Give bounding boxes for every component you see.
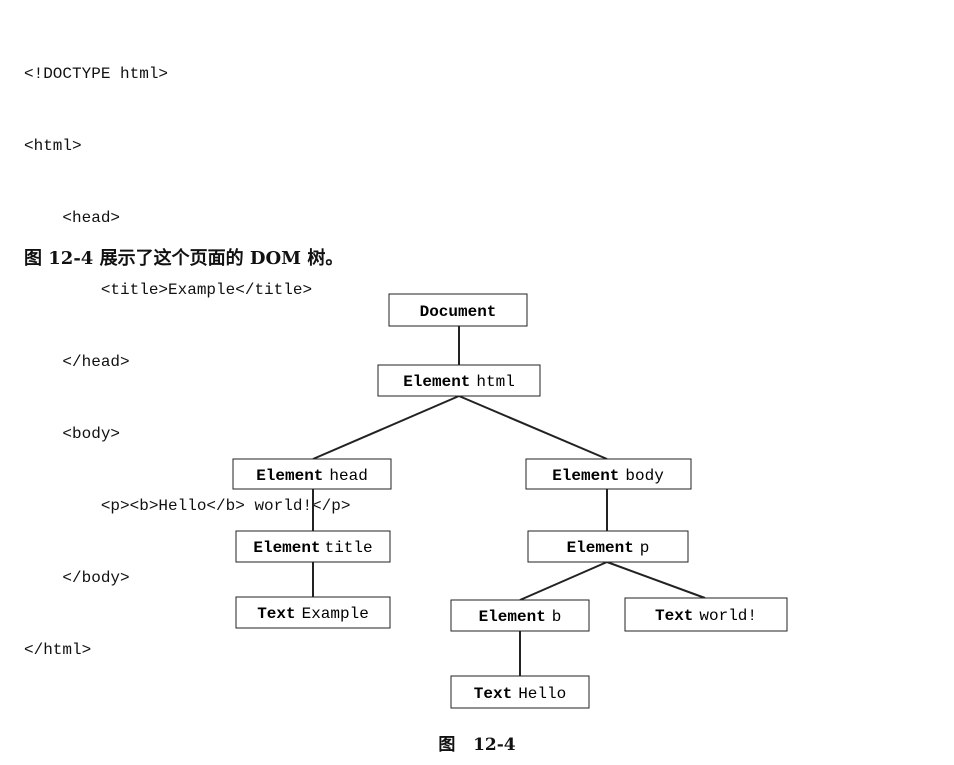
- node-text-hello: Text Hello: [450, 675, 590, 709]
- code-line: <head>: [24, 209, 121, 227]
- node-name: b: [552, 608, 562, 626]
- code-line: <p><b>Hello</b> world!</p>: [24, 497, 351, 515]
- edge-p-text-world: [606, 561, 706, 599]
- node-name: html: [476, 373, 514, 391]
- node-element-b: Element b: [450, 599, 590, 632]
- node-kind: Element: [403, 373, 470, 391]
- svg-text:Document: Document: [420, 303, 497, 321]
- node-element-html: Element html: [377, 364, 541, 397]
- node-kind: Text: [474, 685, 512, 703]
- code-line: <!DOCTYPE html>: [24, 65, 169, 83]
- code-line: </head>: [24, 353, 130, 371]
- node-element-p: Element p: [527, 530, 689, 563]
- edge-html-head: [312, 395, 460, 460]
- code-line: </html>: [24, 641, 92, 659]
- intro-paragraph: 图 12-4 展示了这个页面的 DOM 树。: [24, 248, 344, 269]
- node-name: p: [640, 539, 650, 557]
- code-line: </body>: [24, 569, 130, 587]
- node-name: Hello: [518, 685, 566, 703]
- node-element-body: Element body: [525, 458, 692, 490]
- edge-p-b: [519, 561, 608, 601]
- node-kind: Element: [253, 539, 320, 557]
- node-kind: Element: [552, 467, 619, 485]
- node-document: Document: [388, 293, 528, 327]
- html-code-listing: <!DOCTYPE html> <html> <head> <title>Exa…: [24, 14, 350, 686]
- node-kind: Document: [420, 303, 497, 321]
- node-name: head: [329, 467, 367, 485]
- node-name: body: [625, 467, 664, 485]
- code-line: <html>: [24, 137, 82, 155]
- code-line: <body>: [24, 425, 121, 443]
- edge-html-body: [458, 395, 608, 460]
- node-kind: Element: [567, 539, 634, 557]
- node-name: title: [325, 539, 373, 557]
- node-text-example: Text Example: [235, 596, 391, 629]
- node-kind: Element: [479, 608, 546, 626]
- node-text-world: Text world!: [624, 597, 788, 632]
- node-element-title: Element title: [235, 530, 391, 563]
- node-kind: Element: [256, 467, 323, 485]
- node-kind: Text: [655, 607, 693, 625]
- node-name: world!: [699, 607, 757, 625]
- node-element-head: Element head: [232, 458, 392, 490]
- figure-caption: 图 12-4: [438, 735, 516, 755]
- node-name: Example: [302, 605, 369, 623]
- code-line: <title>Example</title>: [24, 281, 313, 299]
- node-kind: Text: [257, 605, 295, 623]
